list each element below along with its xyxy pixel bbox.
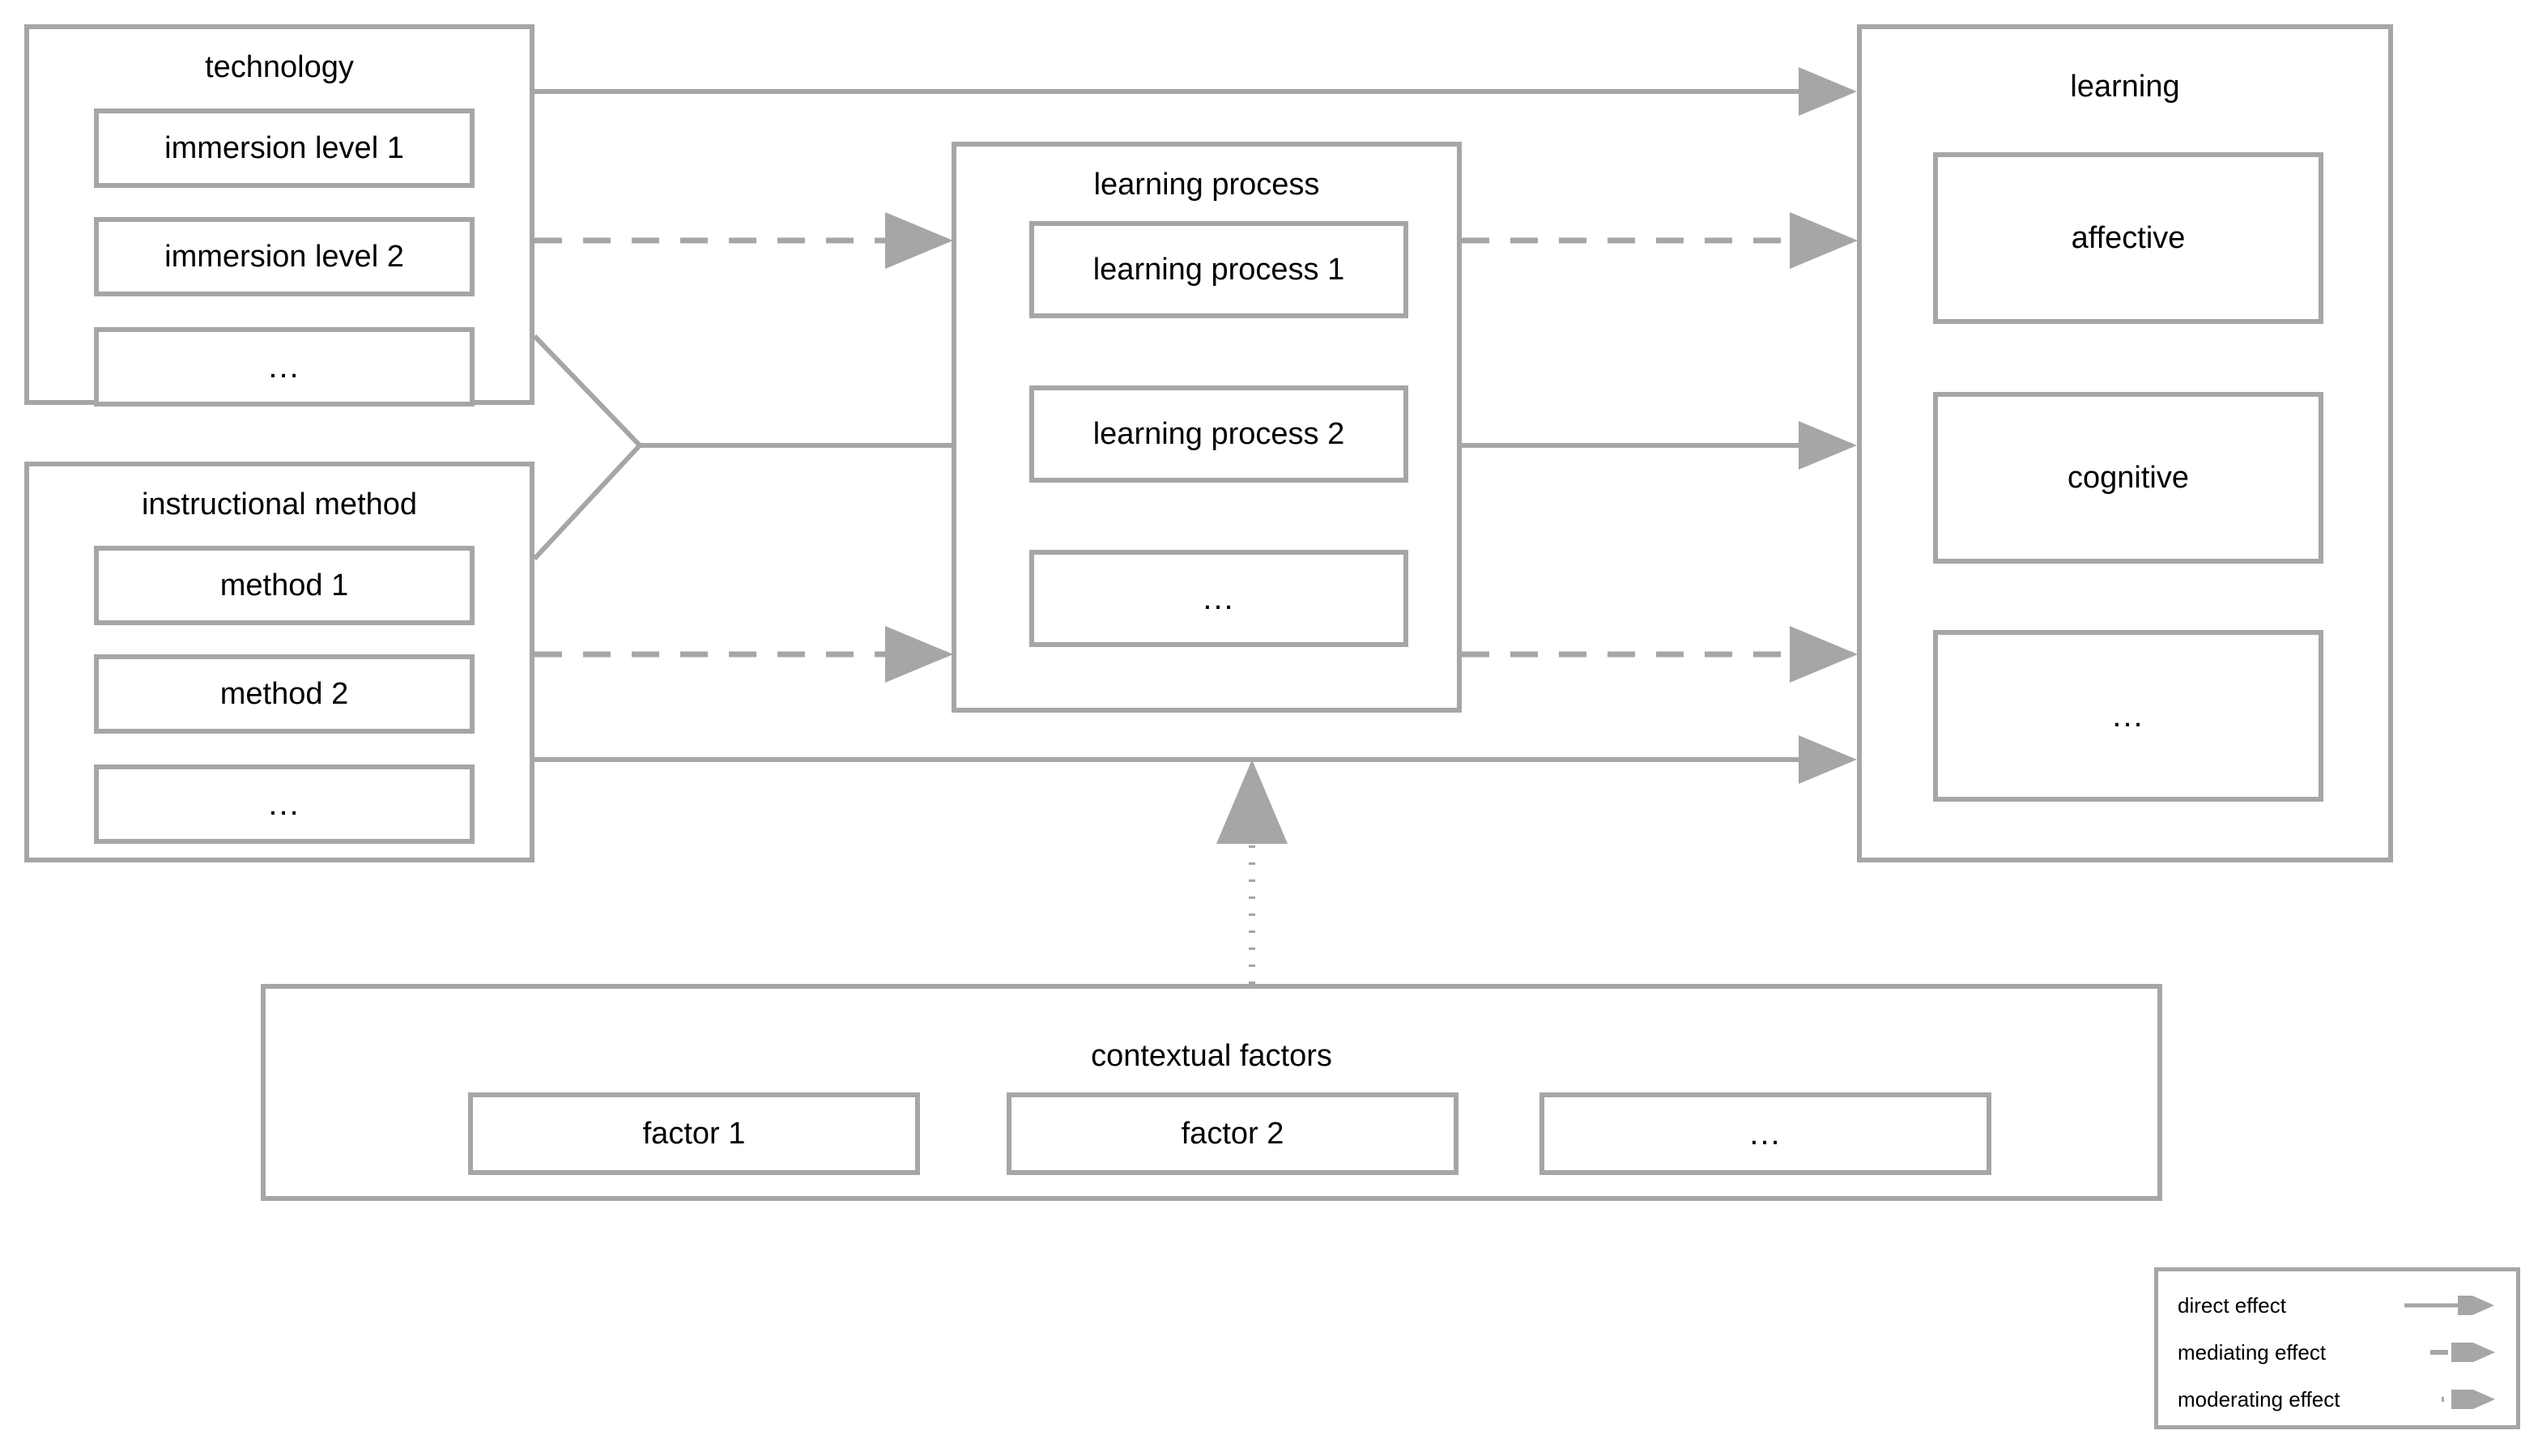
technology-item-immersion-level-1[interactable]: immersion level 1 (94, 109, 475, 188)
learning-process-item-2[interactable]: learning process 2 (1029, 385, 1408, 483)
legend-label-moderating-effect: moderating effect (2178, 1386, 2340, 1411)
legend-icon-solid-arrow-icon (2404, 1296, 2494, 1315)
instructional-method-item-method-2[interactable]: method 2 (94, 654, 475, 734)
learning-item-affective[interactable]: affective (1933, 152, 2323, 324)
legend-row-moderating-effect: moderating effect (2178, 1383, 2505, 1416)
instructional-method-item-method-1[interactable]: method 1 (94, 546, 475, 625)
contextual-factor-item-1[interactable]: factor 1 (468, 1092, 920, 1175)
legend-row-mediating-effect: mediating effect (2178, 1336, 2505, 1369)
group-learning-title: learning (2070, 70, 2180, 104)
group-learning-process-title: learning process (1093, 168, 1320, 202)
learning-item-ellipsis[interactable]: ... (1933, 630, 2323, 802)
group-instructional-method-title: instructional method (141, 487, 418, 522)
legend-row-direct-effect: direct effect (2178, 1289, 2505, 1322)
group-technology[interactable]: technology immersion level 1 immersion l… (24, 24, 534, 407)
group-learning[interactable]: learning affective cognitive ... (1857, 24, 2393, 862)
instructional-method-item-ellipsis[interactable]: ... (94, 764, 475, 844)
technology-item-immersion-level-2[interactable]: immersion level 2 (94, 217, 475, 296)
legend-label-mediating-effect: mediating effect (2178, 1339, 2327, 1364)
technology-item-ellipsis[interactable]: ... (94, 327, 475, 407)
learning-item-cognitive[interactable]: cognitive (1933, 392, 2323, 564)
group-contextual-factors[interactable]: contextual factors factor 1 factor 2 ... (261, 984, 2162, 1201)
group-technology-title: technology (205, 50, 354, 84)
learning-process-item-ellipsis[interactable]: ... (1029, 550, 1408, 647)
group-contextual-factors-title: contextual factors (1091, 1039, 1332, 1073)
legend-box: direct effect mediating effect (2154, 1267, 2520, 1429)
legend-icon-dashed-arrow-icon (2430, 1343, 2495, 1362)
edge-method-branch-to-junction (532, 443, 642, 561)
edge-technology-branch-to-junction (532, 334, 642, 448)
legend-label-direct-effect: direct effect (2178, 1292, 2286, 1318)
group-learning-process[interactable]: learning process learning process 1 lear… (952, 142, 1462, 713)
learning-process-item-1[interactable]: learning process 1 (1029, 221, 1408, 318)
legend-icon-dotted-arrow-icon (2442, 1390, 2495, 1409)
contextual-factor-item-ellipsis[interactable]: ... (1539, 1092, 1991, 1175)
contextual-factor-item-2[interactable]: factor 2 (1007, 1092, 1458, 1175)
group-instructional-method[interactable]: instructional method method 1 method 2 .… (24, 462, 534, 862)
